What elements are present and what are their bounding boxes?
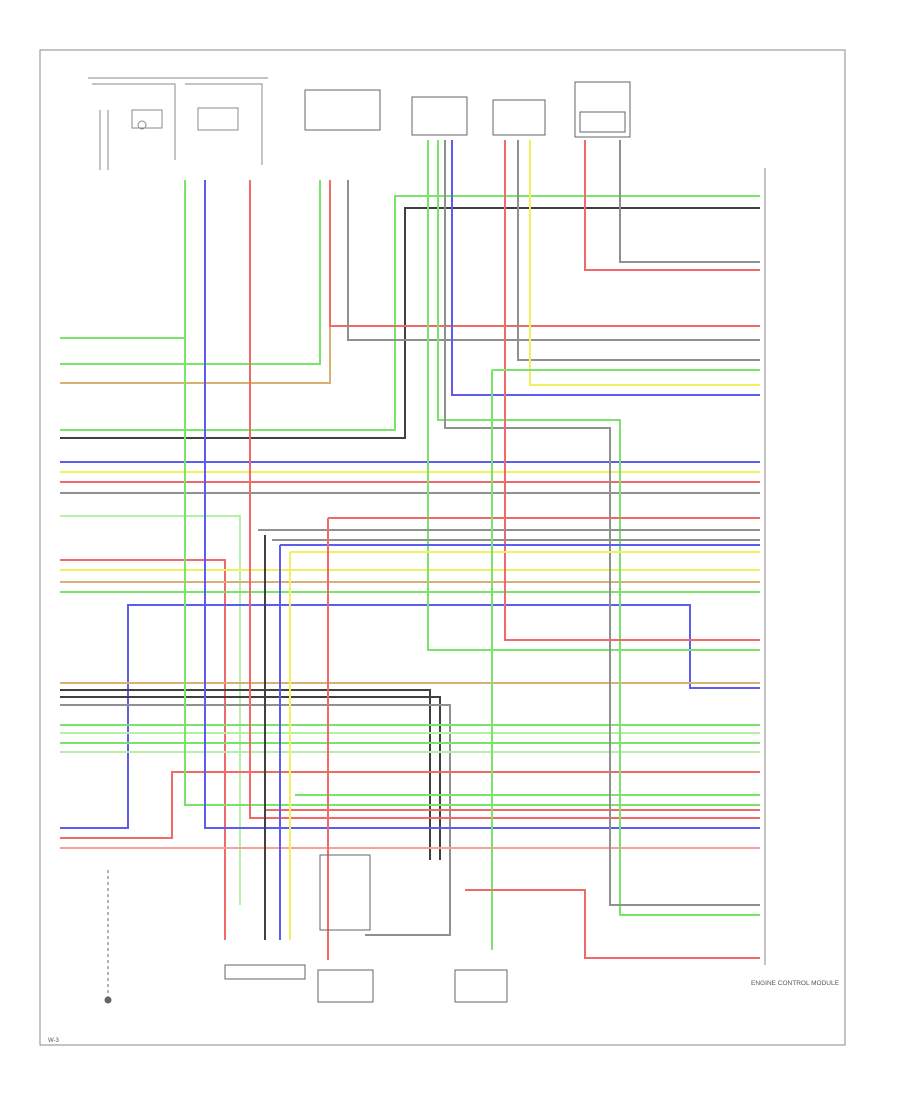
wire-red-3 <box>60 771 760 839</box>
top-left-connector-group <box>88 77 268 170</box>
wire-red-8 <box>584 140 760 271</box>
wire-blue-3 <box>204 180 760 829</box>
wire-red-4 <box>249 180 760 819</box>
wire-yellow-4 <box>289 551 760 940</box>
wire-gray-3 <box>347 180 760 341</box>
wire-green-2 <box>60 180 321 365</box>
wire-green-7 <box>184 180 760 806</box>
wire-green-11 <box>491 369 760 950</box>
diagram-frame <box>39 49 846 1046</box>
top-connector-boxes <box>304 81 631 138</box>
wire-black-2 <box>60 689 431 860</box>
bottom-components <box>104 854 508 1004</box>
wire-gray-5 <box>517 140 760 361</box>
wire-blue-2 <box>60 604 760 829</box>
wire-gray-2 <box>60 704 451 936</box>
wire-red-10 <box>465 889 760 959</box>
wire-red-9 <box>327 517 760 960</box>
wire-green-10 <box>437 140 760 916</box>
wire-green-3 <box>60 195 760 431</box>
wire-tan-1 <box>60 180 331 384</box>
wire-blue-5 <box>279 544 760 940</box>
wire-gray-4 <box>444 140 760 906</box>
wire-red-6 <box>329 180 760 327</box>
ecu-label: ENGINE CONTROL MODULE <box>751 980 840 987</box>
wire-green-1 <box>60 180 186 339</box>
wire-gray-6 <box>619 140 760 263</box>
wire-red-2 <box>60 559 226 940</box>
wire-yellow-3 <box>529 140 760 386</box>
wire-lightgreen-1 <box>60 515 241 905</box>
wire-black-1 <box>60 207 760 439</box>
wire-blue-4 <box>451 140 760 396</box>
wire-red-7 <box>504 140 760 641</box>
wire-green-9 <box>427 140 760 651</box>
corner-code: W-3 <box>48 1038 60 1044</box>
harness-wires <box>60 140 760 960</box>
